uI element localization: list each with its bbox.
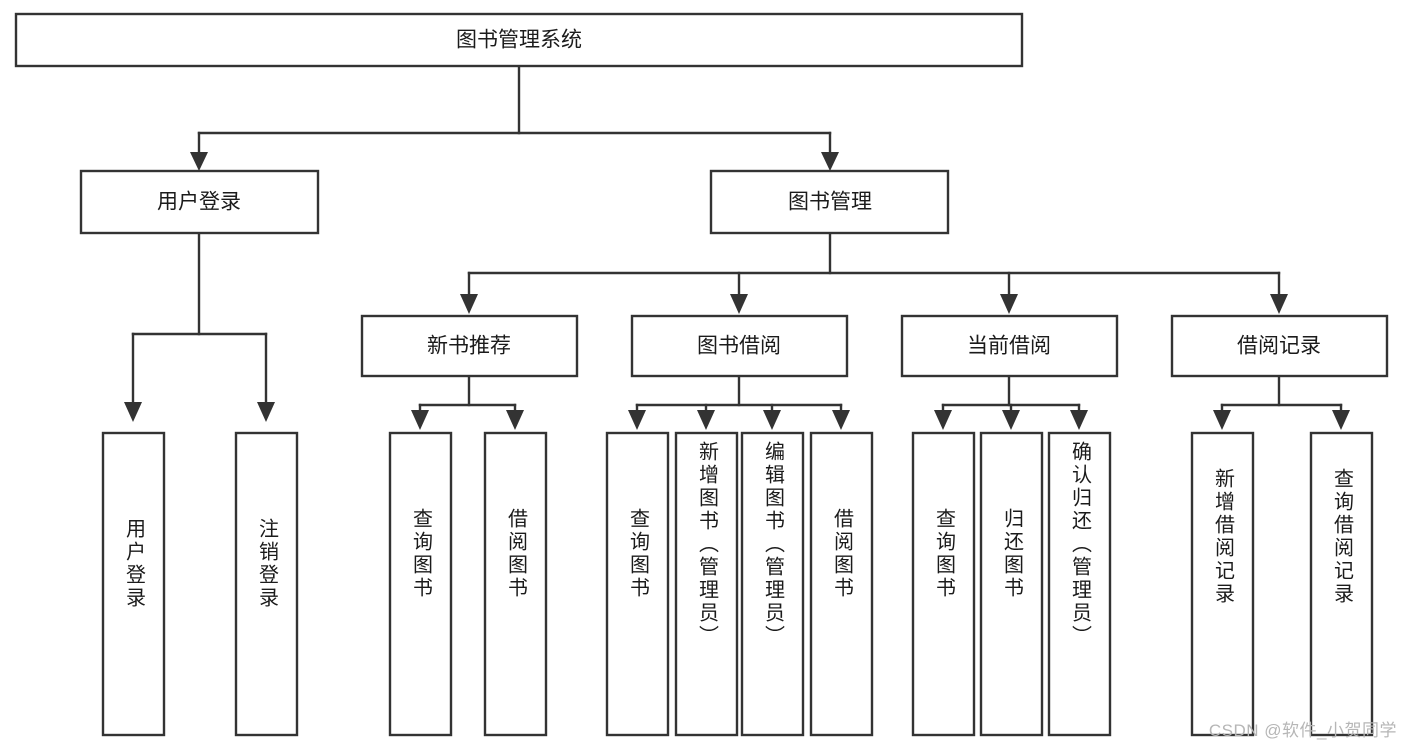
connectors-userlogin-to-leaves <box>124 231 275 422</box>
connectors-root-to-level2 <box>190 64 839 171</box>
leaf-box-query-borrow-record[interactable] <box>1309 431 1374 737</box>
leaf-box-return-book[interactable] <box>979 431 1044 737</box>
node-root[interactable]: 图书管理系统 <box>14 12 1024 68</box>
node-book-management-label: 图书管理 <box>788 191 872 214</box>
leaf-box-query-book-3[interactable] <box>911 431 976 737</box>
node-borrow-record[interactable]: 借阅记录 <box>1170 314 1389 378</box>
leaf-box-confirm-return-admin[interactable] <box>1047 431 1112 737</box>
node-user-login[interactable]: 用户登录 <box>79 169 320 235</box>
connectors-borrowrecord-to-leaves <box>1213 375 1350 430</box>
node-book-borrow[interactable]: 图书借阅 <box>630 314 849 378</box>
leaf-box-user-login[interactable] <box>101 431 166 737</box>
connectors-currentborrow-to-leaves <box>934 375 1088 430</box>
leaf-box-borrow-book-2[interactable] <box>809 431 874 737</box>
leaf-box-add-borrow-record[interactable] <box>1190 431 1255 737</box>
connectors-newbook-to-leaves <box>411 375 524 430</box>
connectors-bookmgmt-to-level3 <box>460 231 1288 314</box>
node-book-borrow-label: 图书借阅 <box>697 335 781 358</box>
leaf-box-add-book-admin[interactable] <box>674 431 739 737</box>
node-book-management[interactable]: 图书管理 <box>709 169 950 235</box>
node-borrow-record-label: 借阅记录 <box>1237 335 1321 358</box>
connectors-borrowbook-to-leaves <box>628 375 850 430</box>
node-new-book-recommend[interactable]: 新书推荐 <box>360 314 579 378</box>
leaf-boxes <box>101 431 1374 737</box>
node-root-label: 图书管理系统 <box>456 29 582 52</box>
leaf-box-logout[interactable] <box>234 431 299 737</box>
node-current-borrow-label: 当前借阅 <box>967 335 1051 358</box>
leaf-box-query-book-1[interactable] <box>388 431 453 737</box>
leaf-box-borrow-book-1[interactable] <box>483 431 548 737</box>
leaf-box-query-book-2[interactable] <box>605 431 670 737</box>
node-new-book-recommend-label: 新书推荐 <box>427 335 511 358</box>
csdn-watermark: CSDN @软件_小贺同学 <box>1208 721 1397 740</box>
leaf-box-edit-book-admin[interactable] <box>740 431 805 737</box>
node-user-login-label: 用户登录 <box>157 191 241 214</box>
node-current-borrow[interactable]: 当前借阅 <box>900 314 1119 378</box>
